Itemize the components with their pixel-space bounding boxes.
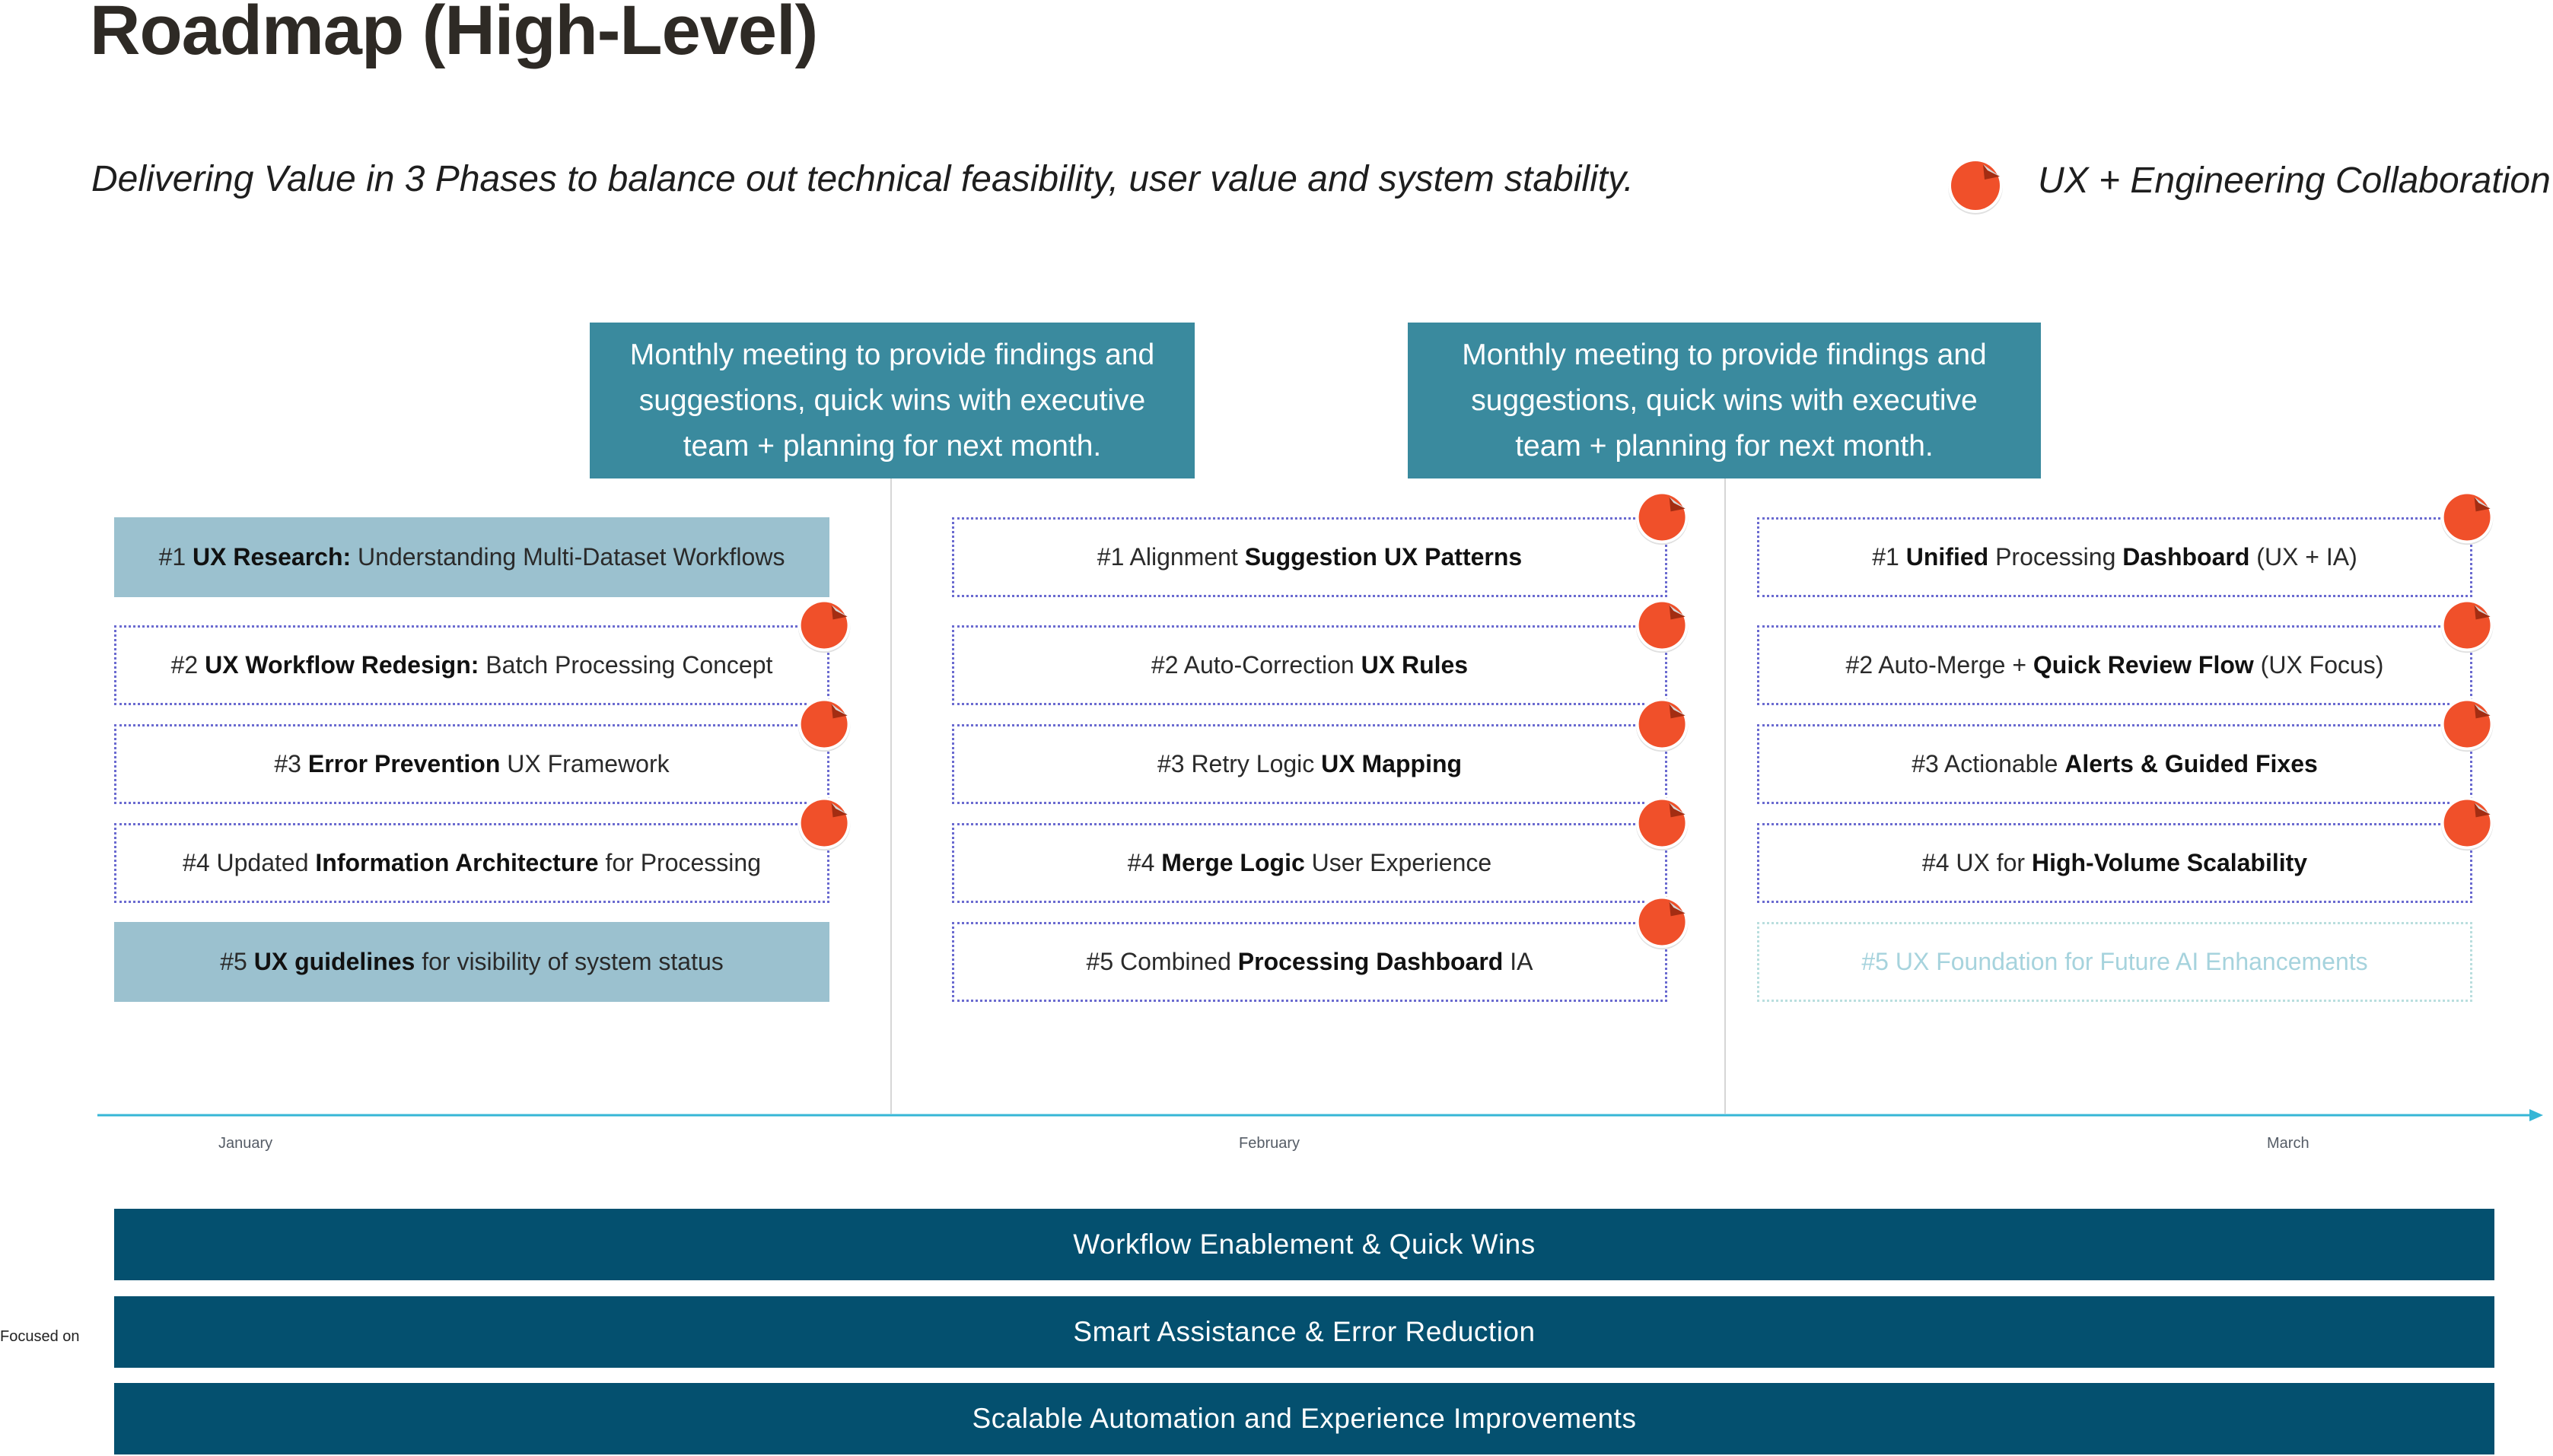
month-label-january: January xyxy=(218,1135,273,1152)
card-text: #2 Auto-Merge + xyxy=(1845,651,2033,679)
card-emphasis: UX Research: xyxy=(193,543,352,571)
meeting-line: suggestions, quick wins with executive xyxy=(1471,383,1978,417)
sticker-icon xyxy=(2440,599,2494,653)
sticker-icon xyxy=(1635,698,1689,752)
card-text: #5 Combined xyxy=(1086,948,1238,975)
month-divider xyxy=(1724,478,1726,1114)
card-text: Processing xyxy=(1988,543,2123,571)
roadmap-card: #5 UX guidelines for visibility of syste… xyxy=(114,922,829,1002)
meeting-line: Monthly meeting to provide findings and xyxy=(629,338,1155,371)
card-text: Batch Processing Concept xyxy=(479,651,773,679)
roadmap-card: #5 Combined Processing Dashboard IA xyxy=(952,922,1667,1002)
card-text: #1 xyxy=(1872,543,1906,571)
card-emphasis: Dashboard xyxy=(2122,543,2250,571)
card-text: for visibility of system status xyxy=(415,948,724,975)
roadmap-card: #2 Auto-Correction UX Rules xyxy=(952,625,1667,705)
legend-label: UX + Engineering Collaboration xyxy=(2038,161,2551,201)
card-emphasis: High-Volume Scalability xyxy=(2031,849,2308,876)
sticker-icon xyxy=(1948,158,2003,215)
card-text: #3 xyxy=(274,750,308,777)
card-text: for Processing xyxy=(598,849,761,876)
month-label-february: February xyxy=(1239,1135,1300,1152)
roadmap-card: #1 Alignment Suggestion UX Patterns xyxy=(952,517,1667,597)
card-emphasis: UX guidelines xyxy=(253,948,415,975)
card-text: Understanding Multi-Dataset Workflows xyxy=(351,543,785,571)
meeting-line: team + planning for next month. xyxy=(1515,429,1934,463)
card-emphasis: Unified xyxy=(1905,543,1989,571)
meeting-line: suggestions, quick wins with executive xyxy=(638,383,1146,417)
roadmap-card: #4 Merge Logic User Experience xyxy=(952,823,1667,903)
card-emphasis: UX Workflow Redesign: xyxy=(205,651,479,679)
roadmap-card: #3 Retry Logic UX Mapping xyxy=(952,724,1667,804)
roadmap-card: #2 UX Workflow Redesign: Batch Processin… xyxy=(114,625,829,705)
card-text: User Experience xyxy=(1304,849,1492,876)
meeting-line: Monthly meeting to provide findings and xyxy=(1462,338,1987,371)
roadmap-card: #4 UX for High-Volume Scalability xyxy=(1757,823,2472,903)
roadmap-card: #1 Unified Processing Dashboard (UX + IA… xyxy=(1757,517,2472,597)
meeting-callout: Monthly meeting to provide findings and … xyxy=(590,323,1195,478)
card-emphasis: Error Prevention xyxy=(307,750,501,777)
roadmap-card: #3 Actionable Alerts & Guided Fixes xyxy=(1757,724,2472,804)
card-text: (UX Focus) xyxy=(2253,651,2384,679)
card-text: #4 Updated xyxy=(183,849,316,876)
roadmap-card: #4 Updated Information Architecture for … xyxy=(114,823,829,903)
card-text: #3 Actionable xyxy=(1912,750,2065,777)
card-emphasis: Alerts & Guided Fixes xyxy=(2064,750,2318,777)
sticker-icon xyxy=(1635,895,1689,950)
roadmap-card: #5 UX Foundation for Future AI Enhanceme… xyxy=(1757,922,2472,1002)
page-title: Roadmap (High-Level) xyxy=(90,0,818,69)
sticker-icon xyxy=(2440,698,2494,752)
card-emphasis: Information Architecture xyxy=(315,849,599,876)
card-text: #1 xyxy=(158,543,193,571)
sticker-icon xyxy=(2440,796,2494,851)
legend: UX + Engineering Collaboration xyxy=(1945,154,2553,215)
card-emphasis: Quick Review Flow xyxy=(2033,651,2254,679)
roadmap-card: #3 Error Prevention UX Framework xyxy=(114,724,829,804)
card-text: #1 Alignment xyxy=(1097,543,1245,571)
sticker-icon xyxy=(797,796,851,851)
card-text: #5 UX Foundation for Future AI Enhanceme… xyxy=(1861,948,2368,975)
card-emphasis: UX Rules xyxy=(1361,651,1469,679)
month-label-march: March xyxy=(2267,1135,2309,1152)
card-emphasis: Processing Dashboard xyxy=(1237,948,1504,975)
phase-band-3: Scalable Automation and Experience Impro… xyxy=(114,1383,2494,1454)
sticker-icon xyxy=(2440,491,2494,545)
card-emphasis: Merge Logic xyxy=(1161,849,1305,876)
sticker-icon xyxy=(1635,491,1689,545)
page-subtitle: Delivering Value in 3 Phases to balance … xyxy=(91,159,1634,199)
card-emphasis: UX Mapping xyxy=(1321,750,1463,777)
card-text: (UX + IA) xyxy=(2249,543,2357,571)
sticker-icon xyxy=(797,698,851,752)
roadmap-card: #2 Auto-Merge + Quick Review Flow (UX Fo… xyxy=(1757,625,2472,705)
sticker-icon xyxy=(1635,599,1689,653)
card-text: #2 xyxy=(170,651,205,679)
card-emphasis: Suggestion UX Patterns xyxy=(1244,543,1523,571)
card-text: UX Framework xyxy=(500,750,670,777)
month-divider xyxy=(890,478,892,1114)
meeting-callout: Monthly meeting to provide findings and … xyxy=(1408,323,2041,478)
card-text: #4 UX for xyxy=(1921,849,2032,876)
card-text: #2 Auto-Correction xyxy=(1151,651,1361,679)
card-text: #3 Retry Logic xyxy=(1157,750,1322,777)
meeting-line: team + planning for next month. xyxy=(683,429,1102,463)
phase-band-1: Workflow Enablement & Quick Wins xyxy=(114,1209,2494,1280)
card-text: #4 xyxy=(1127,849,1162,876)
phase-band-2: Smart Assistance & Error Reduction xyxy=(114,1296,2494,1368)
card-text: #5 xyxy=(220,948,254,975)
sticker-icon xyxy=(797,599,851,653)
focus-label: Focused on xyxy=(0,1328,80,1345)
sticker-icon xyxy=(1635,796,1689,851)
timeline-arrow xyxy=(97,1109,2543,1121)
roadmap-card: #1 UX Research: Understanding Multi-Data… xyxy=(114,517,829,597)
card-text: IA xyxy=(1503,948,1533,975)
